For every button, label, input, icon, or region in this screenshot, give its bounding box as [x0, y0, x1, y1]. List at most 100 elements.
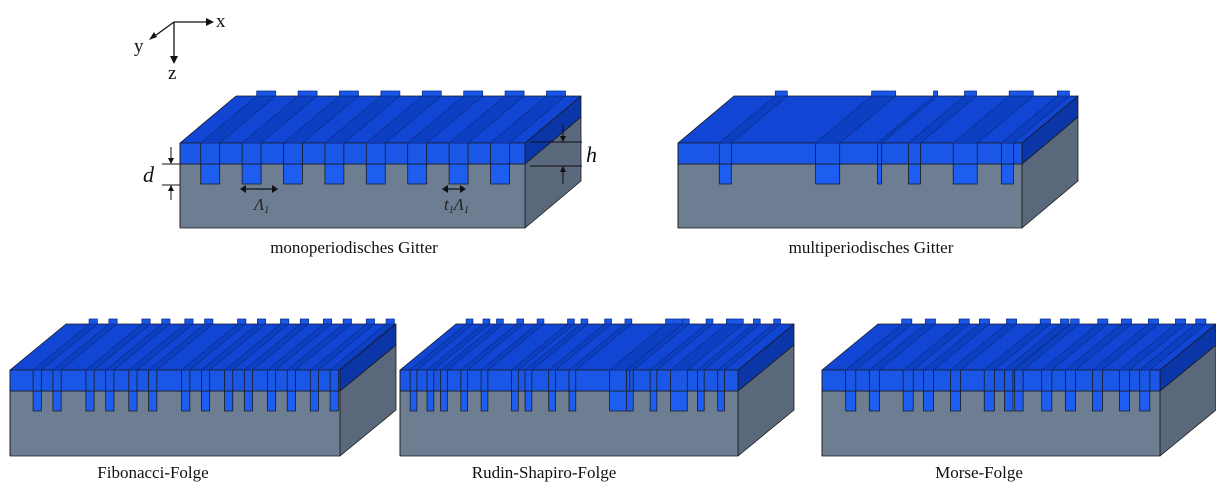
groove-5 [407, 163, 428, 185]
ridge-cap-12 [365, 318, 375, 325]
groove-7 [490, 163, 510, 185]
groove-3 [460, 390, 469, 412]
panel-multiperiodic [677, 90, 1079, 229]
ridge-cap-2 [933, 90, 939, 97]
ridge-cap-5 [1039, 318, 1051, 325]
ridge-cap-10 [322, 318, 333, 325]
ridge-cap-8 [280, 318, 290, 325]
ridge-cap-9 [299, 318, 309, 325]
ridge-cap-3 [161, 318, 171, 325]
groove-0 [845, 390, 857, 412]
ridge-cap-2 [958, 318, 970, 325]
axis-y-label: y [134, 36, 144, 57]
groove-9 [1064, 390, 1076, 412]
groove-8 [1041, 390, 1053, 412]
ridge-cap-14 [773, 318, 781, 325]
ridge-cap-5 [463, 90, 484, 97]
groove-8 [568, 390, 577, 412]
groove-10 [626, 390, 634, 412]
groove-10 [1092, 390, 1103, 412]
groove-0 [200, 163, 221, 185]
label-fill-period: t1Λ1 [444, 195, 469, 216]
groove-12 [309, 390, 319, 412]
label-fill-period-sub: 1 [464, 205, 469, 216]
ridge-cap-3 [979, 318, 990, 325]
ridge-cap-0 [256, 90, 277, 97]
groove-12 [670, 390, 688, 412]
layer-front-face [179, 142, 526, 165]
ridge-cap-4 [421, 90, 442, 97]
groove-4 [128, 390, 138, 412]
ridge-cap-10 [1148, 318, 1159, 325]
ridge-cap-0 [901, 318, 913, 325]
ridge-cap-1 [871, 90, 897, 97]
groove-5 [983, 390, 995, 412]
groove-14 [717, 390, 725, 412]
groove-1 [426, 390, 435, 412]
groove-0 [718, 163, 732, 185]
groove-11 [649, 390, 658, 412]
substrate-front-face [179, 163, 526, 229]
ridge-cap-13 [385, 318, 395, 325]
groove-11 [1119, 390, 1130, 412]
ridge-cap-6 [504, 90, 525, 97]
groove-3 [908, 163, 921, 185]
ridge-cap-1 [924, 318, 936, 325]
groove-1 [52, 390, 62, 412]
groove-6 [524, 390, 533, 412]
layer-front-face [9, 369, 341, 392]
groove-8 [224, 390, 234, 412]
panel-fibonacci [9, 318, 397, 457]
ridge-cap-6 [580, 318, 589, 325]
ridge-cap-7 [256, 318, 267, 325]
groove-2 [902, 390, 914, 412]
label-h: h [586, 142, 597, 167]
groove-0 [32, 390, 42, 412]
ridge-cap-12 [726, 318, 744, 325]
groove-7 [548, 390, 556, 412]
groove-3 [324, 163, 345, 185]
groove-13 [697, 390, 705, 412]
ridge-cap-8 [1097, 318, 1109, 325]
ridge-cap-7 [604, 318, 612, 325]
label-fill-symbol: t [444, 195, 450, 214]
caption-fibonacci: Fibonacci-Folge [97, 463, 208, 482]
groove-1 [868, 390, 880, 412]
ridge-cap-3 [964, 90, 977, 97]
ridge-cap-2 [496, 318, 504, 325]
groove-4 [365, 163, 386, 185]
groove-4 [480, 390, 489, 412]
ridge-cap-9 [1120, 318, 1132, 325]
ridge-cap-0 [774, 90, 788, 97]
groove-13 [329, 390, 339, 412]
label-period: Λ1 [252, 195, 269, 216]
layer-front-face [821, 369, 1161, 392]
ridge-cap-5 [204, 318, 214, 325]
ridge-cap-3 [380, 90, 401, 97]
groove-1 [241, 163, 262, 185]
ridge-cap-7 [546, 90, 566, 97]
label-fill-period-symbol: Λ [452, 195, 465, 214]
groove-2 [440, 390, 448, 412]
ridge-cap-10 [682, 318, 690, 325]
dimension-annotations: d h Λ1 t1Λ1 [143, 124, 597, 216]
label-d: d [143, 162, 155, 187]
ridge-cap-11 [1175, 318, 1186, 325]
ridge-cap-4 [1008, 90, 1034, 97]
caption-multi: multiperiodisches Gitter [789, 238, 954, 257]
ridge-cap-7 [1070, 318, 1080, 325]
groove-4 [950, 390, 961, 412]
groove-12 [1139, 390, 1151, 412]
ridge-cap-6 [1060, 318, 1070, 325]
ridge-cap-4 [1006, 318, 1017, 325]
ridge-cap-1 [108, 318, 118, 325]
ridge-cap-5 [1056, 90, 1070, 97]
groove-2 [283, 163, 303, 185]
panel-rudin-shapiro [399, 318, 795, 457]
ridge-cap-0 [465, 318, 474, 325]
groove-1 [815, 163, 841, 185]
label-period-sub: 1 [264, 205, 269, 216]
ridge-cap-1 [297, 90, 318, 97]
groove-6 [181, 390, 191, 412]
